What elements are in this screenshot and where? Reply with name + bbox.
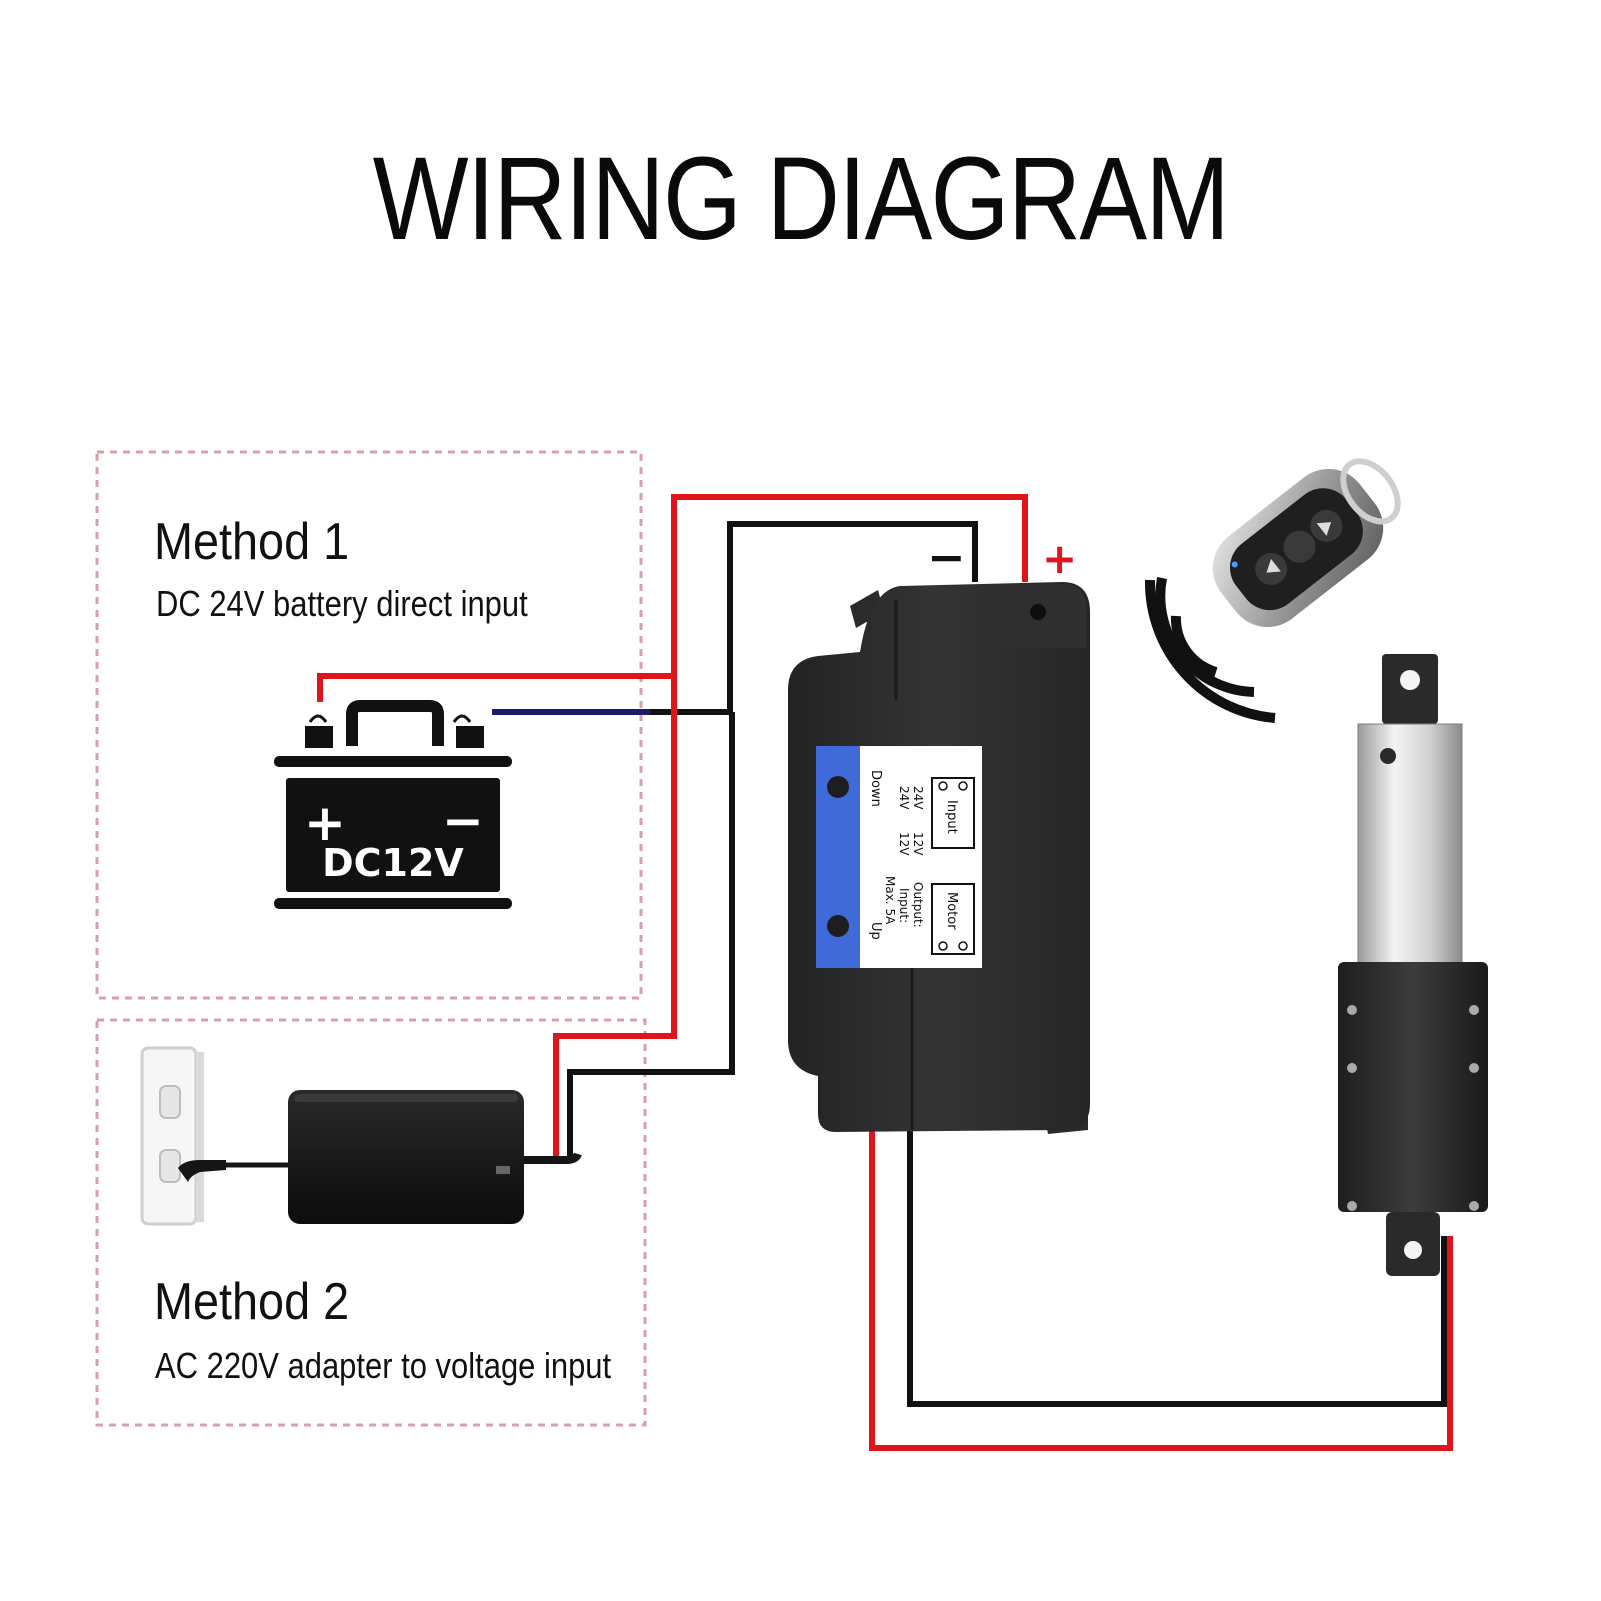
wire-motor-negative xyxy=(907,1128,1447,1407)
battery-icon: + − DC12V xyxy=(274,700,512,909)
power-adapter-icon xyxy=(288,1090,582,1224)
output-opt-24v: 24V xyxy=(911,786,925,810)
port-input-label: Input xyxy=(944,800,959,834)
wire-battery-negative xyxy=(492,521,978,715)
spec-output-label: Output: xyxy=(911,882,925,928)
method2-description: AC 220V adapter to voltage input xyxy=(155,1345,612,1386)
wall-outlet-icon xyxy=(140,1046,290,1226)
wire-adapter-negative xyxy=(567,712,735,1158)
wire-adapter-positive xyxy=(553,676,677,1158)
method2-heading: Method 2 xyxy=(154,1273,350,1331)
wire-motor-positive xyxy=(869,1128,1453,1451)
terminal-plus-label: + xyxy=(1042,534,1077,583)
remote-control-icon xyxy=(1212,458,1401,628)
input-opt-24v: 24V xyxy=(897,786,911,810)
battery-voltage-label: DC12V xyxy=(322,841,464,885)
page-title: WIRING DIAGRAM xyxy=(372,133,1230,265)
spec-input-label: Input: xyxy=(897,888,911,923)
method2-frame xyxy=(95,1018,647,1427)
input-opt-12v: 12V xyxy=(897,832,911,856)
port-motor-label: Motor xyxy=(944,892,959,930)
battery-minus: − xyxy=(442,792,484,850)
button-down-label: Down xyxy=(868,770,883,807)
controller-unit: Down Up Max. 5A Input: Output: 12V 24V 1… xyxy=(788,582,1090,1134)
method1-description: DC 24V battery direct input xyxy=(156,583,528,624)
button-up-label: Up xyxy=(868,922,883,940)
wire-battery-positive xyxy=(317,494,1028,702)
output-opt-12v: 12V xyxy=(911,832,925,856)
linear-actuator-icon xyxy=(1338,654,1488,1276)
wireless-signal-icon xyxy=(1144,577,1276,723)
spec-max-label: Max. 5A xyxy=(883,876,897,925)
method1-heading: Method 1 xyxy=(154,513,350,571)
terminal-minus-label: − xyxy=(927,530,966,584)
battery-plus: + xyxy=(304,794,346,852)
